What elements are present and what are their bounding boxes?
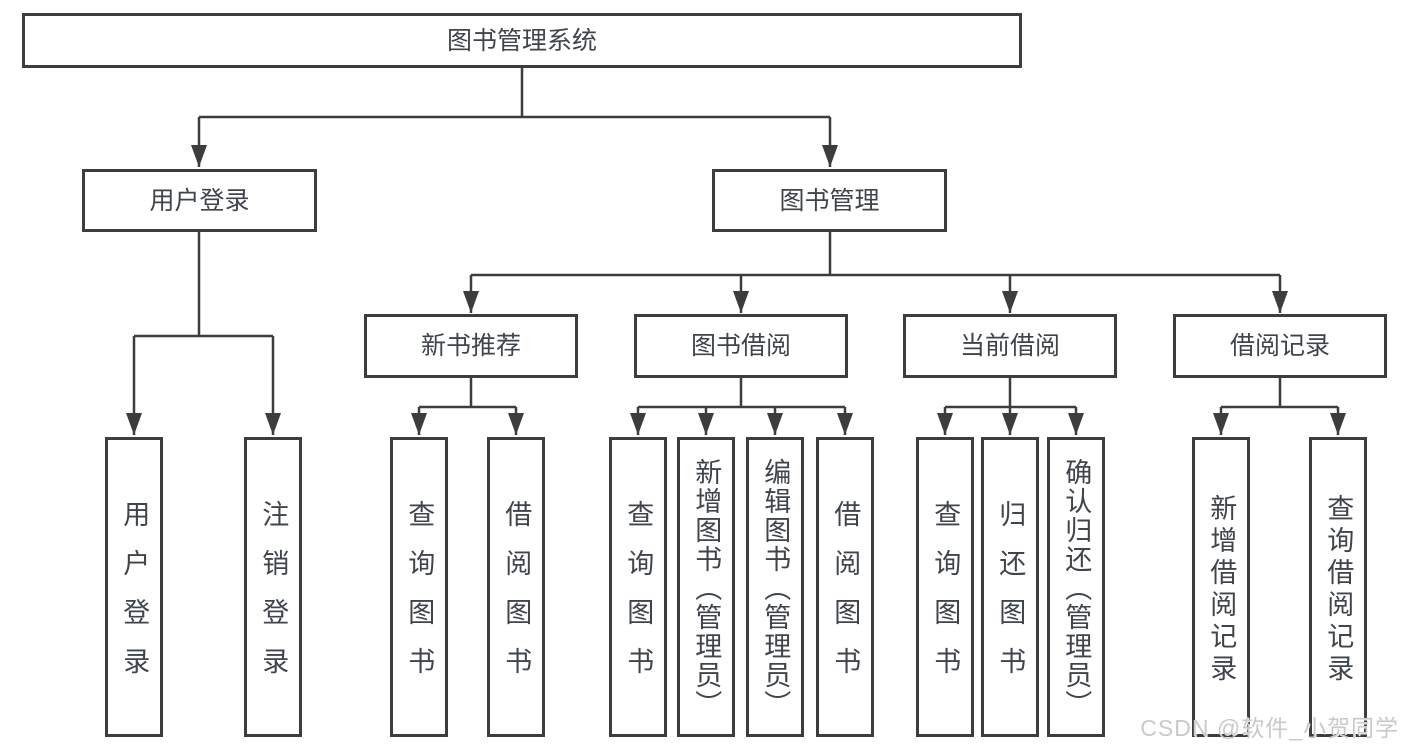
node-current-borrowing: 当前借阅 [903,314,1117,378]
leaf-edit-book-admin: 编辑图书（管理员） [746,437,804,737]
leaf-return-books: 归还图书 [981,437,1039,737]
leaf-borrow-books-borrowing: 借阅图书 [816,437,874,737]
leaf-user-login: 用户登录 [105,437,163,737]
csdn-watermark: CSDN @软件_小贺同学 [1140,715,1399,741]
leaf-query-books-borrowing: 查询图书 [609,437,667,737]
leaf-borrow-books-recommend: 借阅图书 [487,437,545,737]
node-borrow-records: 借阅记录 [1173,314,1387,378]
leaf-query-books-recommend: 查询图书 [390,437,448,737]
elbow-segments [134,68,1338,409]
node-book-management: 图书管理 [712,169,947,232]
leaf-add-borrow-record: 新增借阅记录 [1192,437,1250,737]
leaf-add-book-admin: 新增图书（管理员） [677,437,735,737]
leaf-confirm-return-admin: 确认归还（管理员） [1047,437,1105,737]
node-book-borrowing: 图书借阅 [634,314,848,378]
node-library-system: 图书管理系统 [22,13,1022,68]
leaf-query-books-current: 查询图书 [916,437,974,737]
leaf-query-borrow-record: 查询借阅记录 [1309,437,1367,737]
node-user-login: 用户登录 [82,169,317,232]
leaf-logout: 注销登录 [244,437,302,737]
node-new-book-recommendation: 新书推荐 [364,314,578,378]
